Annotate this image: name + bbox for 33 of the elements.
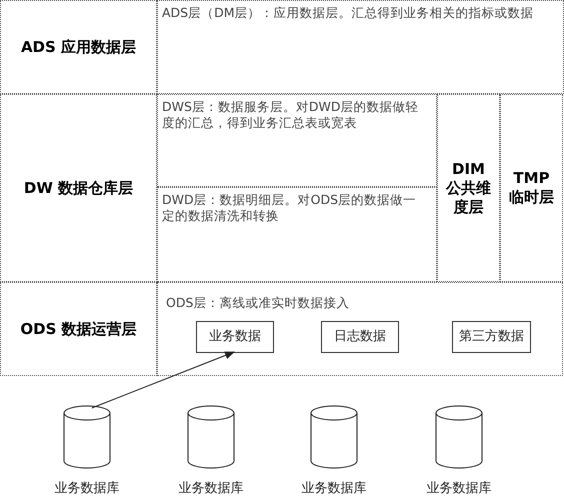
layer-title: DW 数据仓库层 bbox=[22, 178, 134, 198]
layer-title: ADS 应用数据层 bbox=[20, 38, 138, 56]
layer-cell bbox=[0, 0, 157, 94]
database-cylinder bbox=[63, 405, 111, 469]
arrow bbox=[91, 352, 235, 408]
source-box bbox=[196, 321, 274, 353]
layer-cell bbox=[500, 94, 563, 282]
database-label: 业务数据库 bbox=[300, 480, 368, 498]
box-label: 第三方数据 bbox=[459, 328, 524, 346]
layer-panel bbox=[157, 0, 564, 94]
layer-title: ODS 数据运营层 bbox=[19, 320, 138, 338]
layer-panel bbox=[157, 94, 437, 187]
source-box bbox=[321, 321, 399, 353]
database-label: 业务数据库 bbox=[178, 480, 244, 498]
layer-cell bbox=[437, 94, 500, 282]
layer-title: DIM 公共维度层 bbox=[444, 160, 492, 216]
database-cylinder bbox=[435, 405, 483, 469]
layer-panel bbox=[157, 282, 563, 376]
layer-description: ODS层：离线或准实时数据接入 bbox=[165, 294, 350, 311]
database-label: 业务数据库 bbox=[426, 480, 492, 498]
layer-panel bbox=[157, 187, 437, 282]
database-cylinder bbox=[310, 405, 358, 469]
layer-cell bbox=[0, 282, 157, 376]
database-cylinder bbox=[187, 405, 235, 469]
layer-title: TMP 临时层 bbox=[508, 169, 555, 207]
layer-description: DWD层：数据明细层。对ODS层的数据做一定的数据清洗和转换 bbox=[161, 191, 418, 224]
source-box bbox=[452, 321, 531, 353]
box-label: 业务数据 bbox=[209, 328, 261, 346]
layer-description: DWS层：数据服务层。对DWD层的数据做轻度的汇总，得到业务汇总表或宽表 bbox=[161, 98, 420, 131]
layer-description: ADS层（DM层）：应用数据层。汇总得到业务相关的指标或数据 bbox=[161, 4, 535, 21]
layer-cell bbox=[0, 94, 157, 282]
database-label: 业务数据库 bbox=[54, 480, 120, 498]
box-label: 日志数据 bbox=[334, 328, 386, 346]
